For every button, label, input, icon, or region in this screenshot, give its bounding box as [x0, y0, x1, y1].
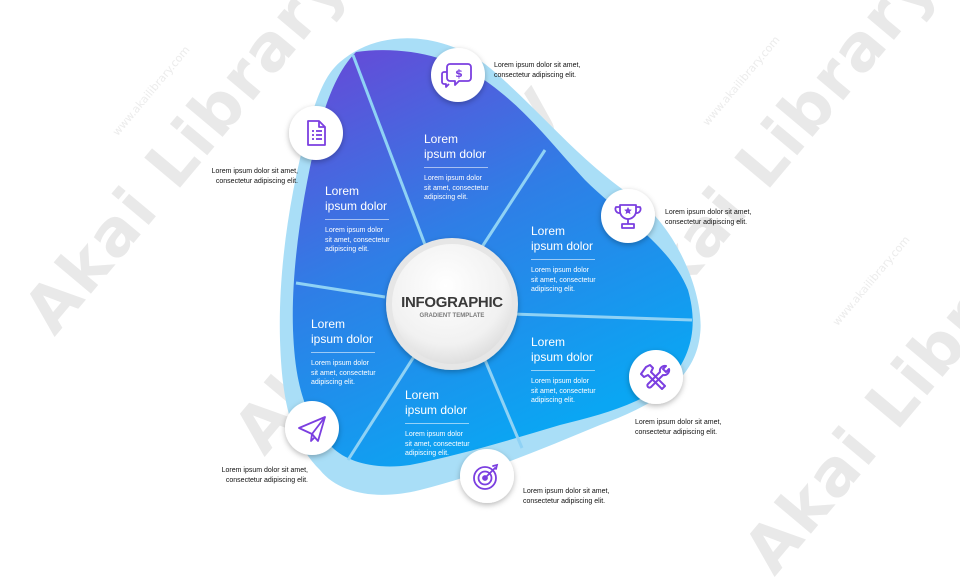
- segment-rule: [311, 352, 375, 353]
- segment-lower-right: Lorem ipsum dolor Lorem ipsum dolor sit …: [531, 335, 596, 406]
- segment-desc-line3: adipiscing elit.: [531, 286, 575, 293]
- icon-circle-target: [460, 449, 514, 503]
- center-disc: [392, 244, 512, 364]
- tools-icon: [640, 364, 671, 390]
- segment-bottom: Lorem ipsum dolor Lorem ipsum dolor sit …: [405, 388, 470, 459]
- callout-line2: consectetur adipiscing elit.: [635, 428, 718, 436]
- callout-line1: Lorem ipsum dolor sit amet,: [221, 467, 308, 474]
- callout-line2: consectetur adipiscing elit.: [215, 177, 298, 185]
- icon-circle-tools: [629, 350, 683, 404]
- segment-desc-line1: Lorem ipsum dolor: [405, 431, 463, 438]
- document-list-icon: [307, 120, 326, 146]
- segment-desc-line1: Lorem ipsum dolor: [424, 175, 482, 182]
- trophy-icon: [614, 204, 642, 229]
- segment-dividers: [295, 54, 693, 461]
- center-title: INFOGRAPHIC: [401, 294, 503, 311]
- callout-money-chat: Lorem ipsum dolor sit amet, consectetur …: [494, 61, 580, 80]
- callout-target: Lorem ipsum dolor sit amet, consectetur …: [523, 487, 609, 506]
- segment-desc-line3: adipiscing elit.: [325, 246, 369, 253]
- callout-line1: Lorem ipsum dolor sit amet,: [635, 419, 722, 426]
- center-subtitle: GRADIENT TEMPLATE: [419, 313, 485, 319]
- segment-desc-line3: adipiscing elit.: [424, 194, 468, 201]
- target-icon: [473, 463, 499, 490]
- segment-desc-line2: sit amet, consectetur: [405, 440, 470, 448]
- callout-document-list: Lorem ipsum dolor sit amet, consectetur …: [178, 167, 298, 186]
- icon-circle-trophy: [601, 189, 655, 243]
- segment-desc-line3: adipiscing elit.: [531, 397, 575, 404]
- segment-rule: [405, 423, 469, 424]
- segment-rule: [531, 259, 595, 260]
- callout-line1: Lorem ipsum dolor sit amet,: [523, 488, 610, 495]
- callout-line1: Lorem ipsum dolor sit amet,: [211, 168, 298, 175]
- segment-upper-right: Lorem ipsum dolor Lorem ipsum dolor sit …: [531, 224, 596, 295]
- segment-title-line2: ipsum dolor: [531, 239, 594, 253]
- paper-plane-icon: [298, 416, 326, 442]
- callout-paper-plane: Lorem ipsum dolor sit amet, consectetur …: [188, 466, 308, 485]
- icon-circle-document-list: [289, 106, 343, 160]
- diagram-graphic: $: [279, 38, 701, 503]
- segment-top: Lorem ipsum dolor Lorem ipsum dolor sit …: [424, 132, 489, 203]
- segment-desc-line1: Lorem ipsum dolor: [325, 227, 383, 234]
- segment-desc-line3: adipiscing elit.: [405, 450, 449, 457]
- segment-desc-line2: sit amet, consectetur: [311, 369, 376, 377]
- callout-line2: consectetur adipiscing elit.: [494, 71, 577, 79]
- segment-upper-left: Lorem ipsum dolor Lorem ipsum dolor sit …: [325, 184, 390, 255]
- segment-rule: [325, 219, 389, 220]
- segment-rule: [531, 370, 595, 371]
- segment-rule: [424, 167, 488, 168]
- segment-desc-line2: sit amet, consectetur: [424, 184, 489, 192]
- segment-title-line2: ipsum dolor: [325, 199, 388, 213]
- callout-line1: Lorem ipsum dolor sit amet,: [665, 209, 752, 216]
- icon-circle-money-chat: $: [431, 48, 485, 102]
- segment-desc-line1: Lorem ipsum dolor: [311, 360, 369, 367]
- icon-circle-paper-plane: [285, 401, 339, 455]
- callout-tools: Lorem ipsum dolor sit amet, consectetur …: [635, 418, 721, 437]
- segment-lower-left: Lorem ipsum dolor Lorem ipsum dolor sit …: [311, 317, 376, 388]
- segment-title-line1: Lorem: [325, 184, 360, 198]
- segment-desc-line1: Lorem ipsum dolor: [531, 378, 589, 385]
- segment-title-line2: ipsum dolor: [531, 350, 594, 364]
- callout-line1: Lorem ipsum dolor sit amet,: [494, 62, 581, 69]
- segment-title-line1: Lorem: [531, 335, 566, 349]
- segment-title-line1: Lorem: [531, 224, 566, 238]
- segment-desc-line2: sit amet, consectetur: [325, 236, 390, 244]
- callout-line2: consectetur adipiscing elit.: [665, 218, 748, 226]
- callout-line2: consectetur adipiscing elit.: [225, 476, 308, 484]
- segment-title-line2: ipsum dolor: [424, 147, 487, 161]
- segment-title-line1: Lorem: [405, 388, 440, 402]
- segment-title-line2: ipsum dolor: [405, 403, 468, 417]
- callout-trophy: Lorem ipsum dolor sit amet, consectetur …: [665, 208, 751, 227]
- segment-title-line2: ipsum dolor: [311, 332, 374, 346]
- callout-line2: consectetur adipiscing elit.: [523, 497, 606, 505]
- svg-text:$: $: [455, 67, 463, 80]
- segment-title-line1: Lorem: [424, 132, 459, 146]
- segment-desc-line2: sit amet, consectetur: [531, 276, 596, 284]
- segment-desc-line1: Lorem ipsum dolor: [531, 267, 589, 274]
- money-chat-icon: $: [441, 63, 472, 88]
- infographic-slide: Akai Library Akai Library Akai Library A…: [10, 0, 960, 588]
- segment-title-line1: Lorem: [311, 317, 346, 331]
- segment-desc-line3: adipiscing elit.: [311, 379, 355, 386]
- segment-desc-line2: sit amet, consectetur: [531, 387, 596, 395]
